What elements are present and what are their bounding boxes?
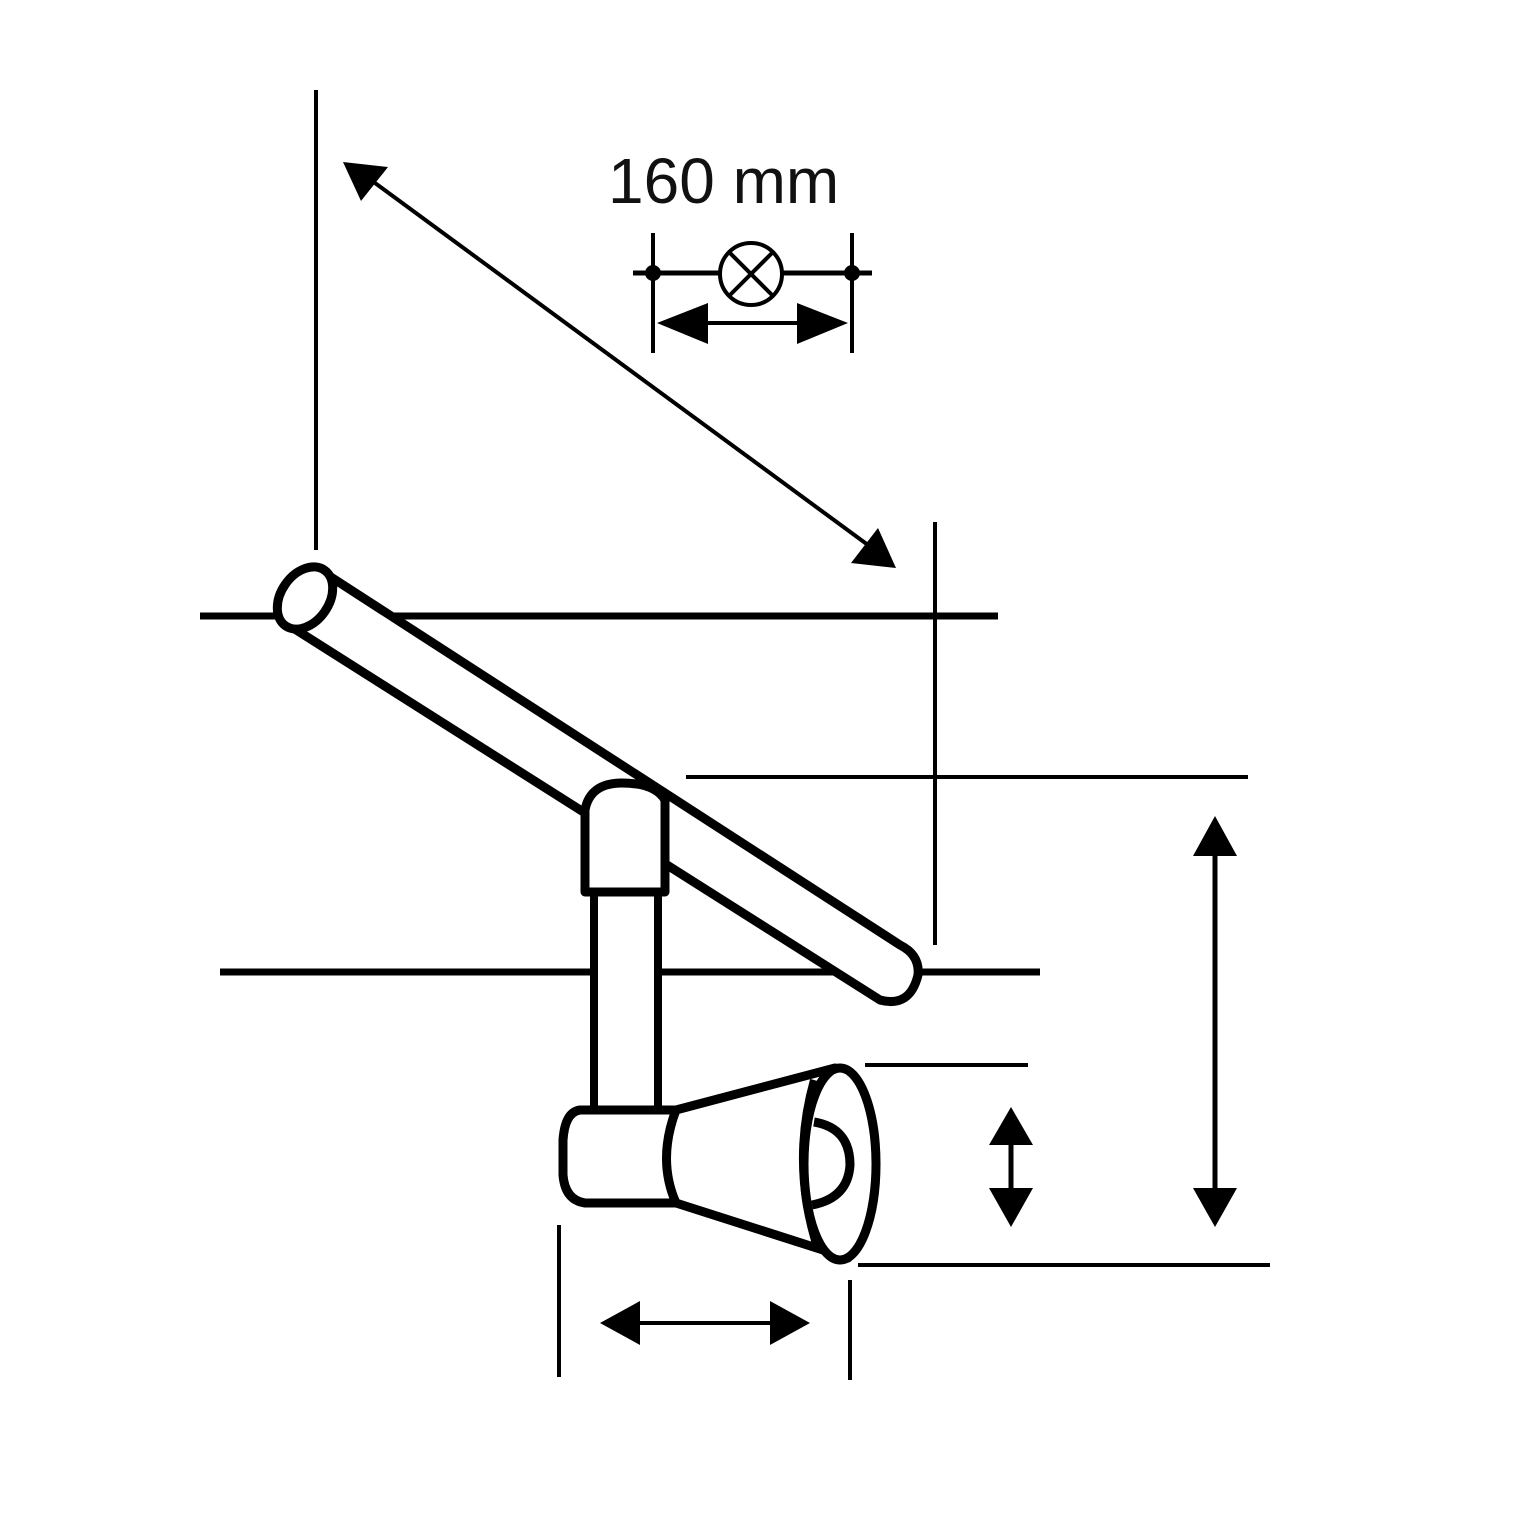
head-length-dimension: [557, 1225, 852, 1380]
arrow-right-icon: [797, 303, 848, 344]
stem: [580, 778, 670, 1129]
diagonal-dimension: [314, 90, 937, 945]
arrow-right-icon: [770, 1301, 810, 1345]
arrow-up-icon: [1193, 816, 1237, 856]
head-diameter-dimension: [865, 1063, 1033, 1227]
cable-spacing-label: 160 mm: [608, 145, 839, 217]
arrow-down-right-icon: [851, 528, 896, 568]
arrow-down-icon: [989, 1188, 1033, 1227]
arrow-down-icon: [1193, 1188, 1237, 1227]
arrow-left-icon: [657, 303, 708, 344]
arrow-up-icon: [989, 1107, 1033, 1145]
spot-head: [558, 1063, 881, 1265]
overall-height-dimension: [686, 775, 1270, 1267]
arrow-up-left-icon: [343, 162, 388, 201]
arrow-left-icon: [600, 1301, 640, 1345]
cable-spacing-dimension: [651, 233, 854, 353]
